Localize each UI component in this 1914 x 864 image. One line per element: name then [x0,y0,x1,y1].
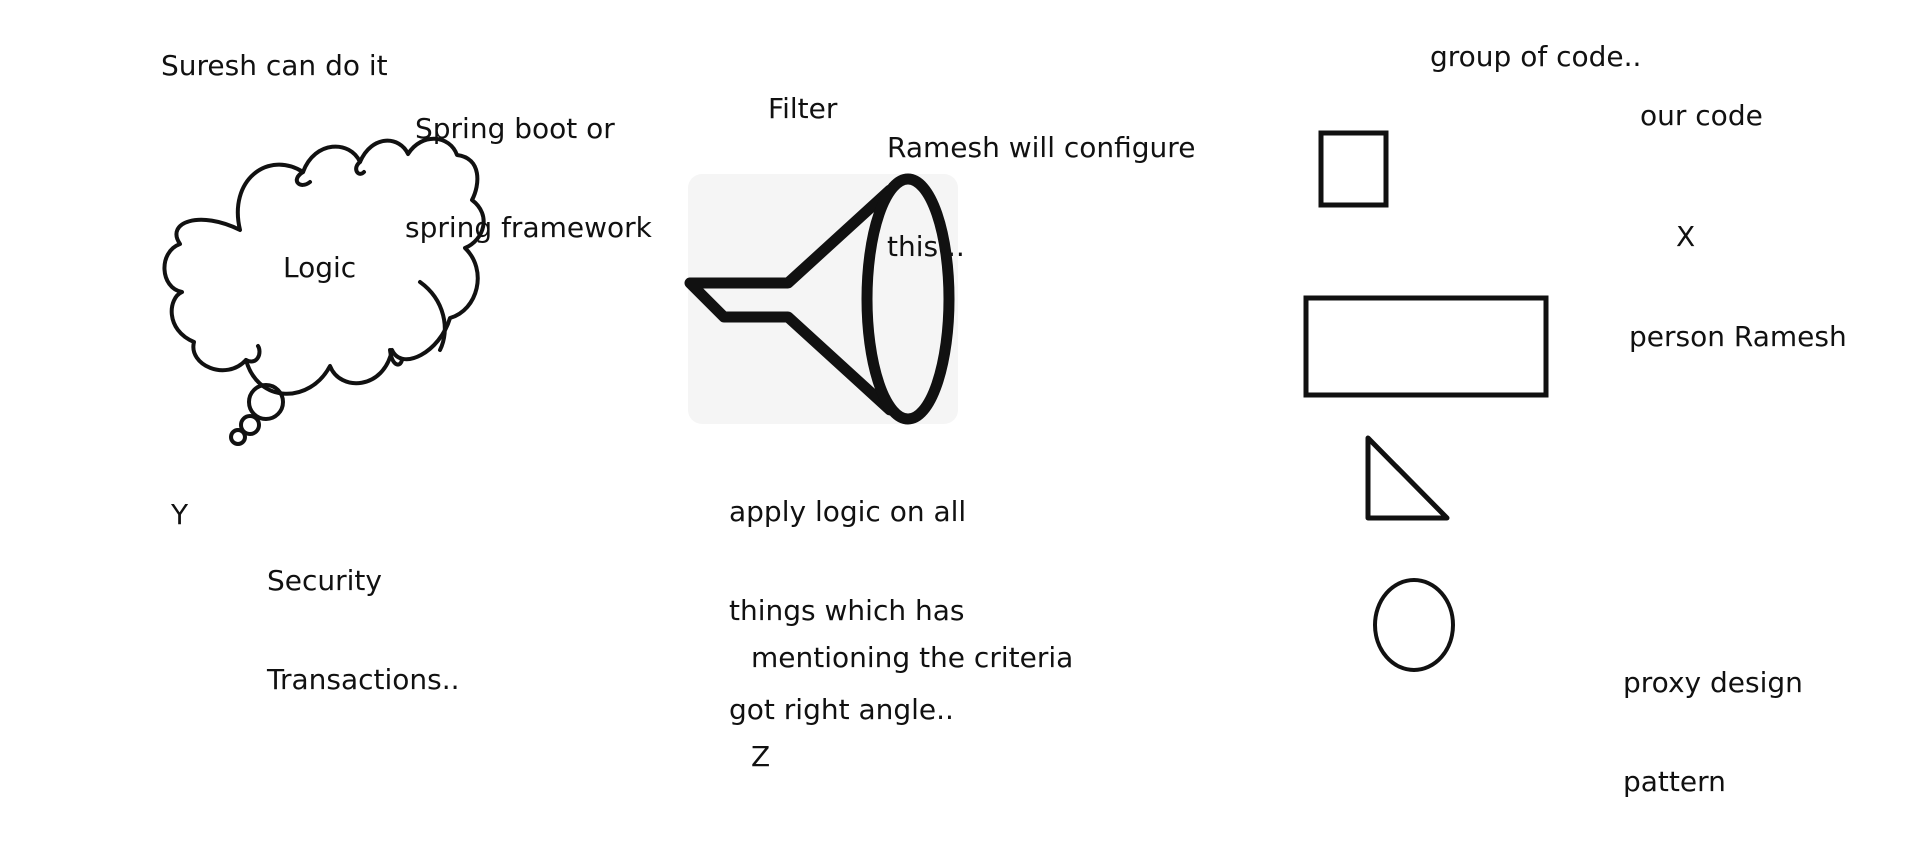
label-apply-logic-line-3: got right angle.. [729,693,954,726]
label-filter: Filter [768,92,838,125]
label-spring-line-1: Spring boot or [415,112,615,145]
label-criteria-line-1: mentioning the criteria [751,641,1074,674]
label-suresh: Suresh can do it [161,49,388,82]
label-criteria: mentioning the criteria Z [751,575,1073,839]
label-ramesh-config-line-1: Ramesh will configure [887,131,1196,164]
label-apply-logic: apply logic on all things which has got … [729,429,966,792]
thought-bubble-small [229,428,247,446]
label-security-line-2: Transactions.. [267,663,460,696]
thought-cloud-icon [162,136,486,446]
label-logic: Logic [283,251,357,284]
label-spring: Spring boot or spring framework [405,46,652,310]
label-ramesh-config-line-2: this... [887,230,965,263]
label-apply-logic-line-1: apply logic on all [729,495,967,528]
label-our-code: our code [1640,99,1763,132]
right-triangle-shape [1365,435,1450,521]
circle-shape [1373,578,1455,672]
thought-bubble-large [247,383,285,421]
label-proxy-line-1: proxy design [1623,666,1803,699]
thought-bubble-medium [239,414,261,436]
label-criteria-line-2: Z [751,740,771,773]
label-x: X [1676,220,1696,253]
funnel-icon [684,173,958,425]
label-security: Security Transactions.. [267,498,460,762]
label-apply-logic-line-2: things which has [729,594,965,627]
label-person-ramesh: person Ramesh [1629,320,1847,353]
label-group-of-code: group of code.. [1430,40,1642,73]
label-proxy-line-2: pattern [1623,765,1726,798]
rectangle-shape [1303,295,1549,398]
label-security-line-1: Security [267,564,382,597]
label-y: Y [171,498,189,531]
square-shape [1318,130,1389,208]
label-proxy: proxy design pattern [1623,600,1803,864]
label-spring-line-2: spring framework [405,211,652,244]
label-ramesh-config: Ramesh will configure this... [887,65,1195,329]
funnel-background [688,174,958,424]
